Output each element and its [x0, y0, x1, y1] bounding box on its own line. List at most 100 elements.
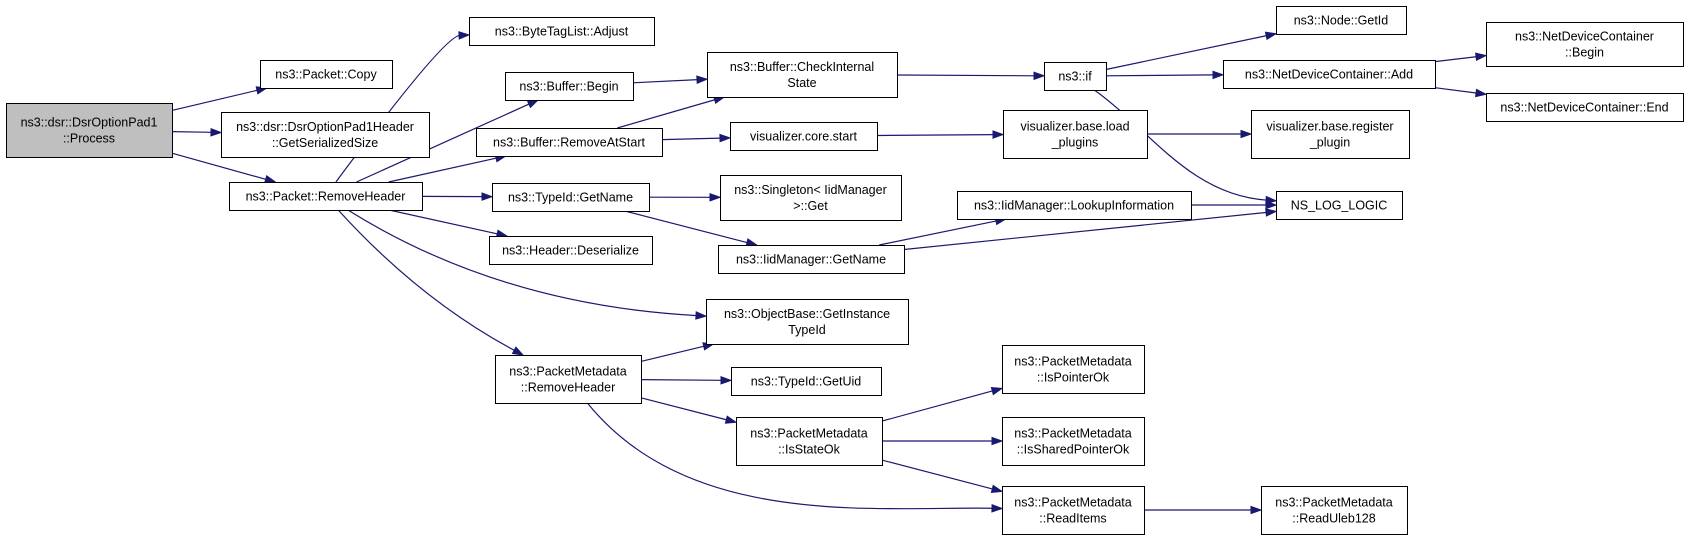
edge-pmremove-to-getinstance	[640, 342, 715, 362]
arrowhead-icon	[511, 346, 525, 356]
node-label: ns3::IidManager::LookupInformation	[974, 199, 1174, 213]
edge-removeatstart-to-vcorestart	[661, 133, 732, 143]
arrowhead-icon	[724, 415, 738, 424]
edge-line	[171, 152, 267, 181]
arrowhead-icon	[720, 375, 733, 385]
node-label: ::IsStateOk	[778, 443, 841, 457]
node-iidgetname[interactable]: ns3::IidManager::GetName	[718, 245, 905, 274]
node-loadplugins[interactable]: visualizer.base.load_plugins	[1003, 110, 1148, 159]
node-label: State	[787, 76, 816, 90]
node-box	[720, 175, 902, 221]
node-box	[229, 182, 423, 211]
node-removeatstart[interactable]: ns3::Buffer::RemoveAtStart	[476, 128, 663, 157]
arrowhead-icon	[696, 75, 709, 85]
node-box	[1002, 345, 1145, 394]
edge-line	[632, 79, 699, 84]
node-box	[260, 60, 393, 89]
arrowhead-icon	[1265, 208, 1278, 217]
edge-line	[335, 34, 461, 183]
node-label: ns3::Singleton< IidManager	[734, 183, 887, 197]
node-ndcbegin[interactable]: ns3::NetDeviceContainer::Begin	[1486, 22, 1684, 67]
edge-process-to-copy	[171, 86, 269, 111]
arrowhead-icon	[1250, 505, 1263, 515]
node-adjust[interactable]: ns3::ByteTagList::Adjust	[469, 17, 655, 46]
node-label: ns3::Buffer::RemoveAtStart	[493, 136, 645, 150]
edge-line	[903, 211, 1268, 251]
edge-checkinternal-to-nsif	[896, 71, 1046, 81]
node-registerplugin[interactable]: visualizer.base.register_plugin	[1251, 110, 1410, 159]
edge-pmremove-to-isstateok	[640, 397, 738, 424]
edge-line	[347, 209, 698, 317]
node-box	[718, 245, 905, 274]
node-label: >::Get	[793, 199, 828, 213]
node-label: ::Begin	[1565, 46, 1604, 60]
node-lookupinfo[interactable]: ns3::IidManager::LookupInformation	[957, 191, 1192, 220]
node-label: ns3::if	[1058, 70, 1092, 84]
node-singleton[interactable]: ns3::Singleton< IidManager>::Get	[720, 175, 902, 221]
edge-isstateok-to-ispointerok	[881, 386, 1004, 422]
arrowhead-icon	[1475, 88, 1488, 98]
node-process[interactable]: ns3::dsr::DsrOptionPad1::Process	[6, 103, 173, 158]
edge-line	[617, 98, 716, 129]
node-deserialize[interactable]: ns3::Header::Deserialize	[489, 236, 653, 265]
edge-readitems-to-readuleb	[1144, 505, 1263, 515]
node-label: ns3::dsr::DsrOptionPad1	[21, 116, 158, 130]
edge-line	[881, 459, 994, 490]
node-box	[957, 191, 1192, 220]
edge-line	[171, 131, 213, 133]
node-box	[1044, 62, 1107, 91]
edge-removeheader-to-deserialize	[388, 209, 509, 238]
node-typegetname[interactable]: ns3::TypeId::GetName	[492, 183, 650, 212]
node-box	[1251, 110, 1410, 159]
node-label: ns3::PacketMetadata	[1275, 496, 1392, 510]
node-issharedptr[interactable]: ns3::PacketMetadata::IsSharedPointerOk	[1002, 417, 1145, 466]
node-bufbegin[interactable]: ns3::Buffer::Begin	[505, 72, 634, 101]
node-isstateok[interactable]: ns3::PacketMetadata::IsStateOk	[736, 417, 883, 466]
edge-nsif-to-ndcadd	[1105, 70, 1225, 80]
arrowhead-icon	[719, 133, 732, 143]
node-removeheader[interactable]: ns3::Packet::RemoveHeader	[229, 182, 423, 211]
node-getuid[interactable]: ns3::TypeId::GetUid	[731, 367, 882, 396]
edge-line	[586, 402, 994, 510]
edge-line	[1105, 34, 1268, 71]
node-box	[6, 103, 173, 158]
edge-line	[881, 390, 994, 422]
arrowhead-icon	[1212, 70, 1225, 80]
node-vcorestart[interactable]: visualizer.core.start	[730, 122, 878, 151]
edge-removeheader-to-removeatstart	[388, 154, 508, 183]
node-label: ns3::Packet::Copy	[275, 68, 377, 82]
node-box	[505, 72, 634, 101]
node-label: ns3::NetDeviceContainer::Add	[1245, 68, 1413, 82]
edge-lookupinfo-to-nslog	[1191, 200, 1278, 210]
node-ndcend[interactable]: ns3::NetDeviceContainer::End	[1486, 93, 1684, 122]
node-ispointerok[interactable]: ns3::PacketMetadata::IsPointerOk	[1002, 345, 1145, 394]
node-getser[interactable]: ns3::dsr::DsrOptionPad1Header::GetSerial…	[221, 112, 430, 158]
node-label: ns3::dsr::DsrOptionPad1Header	[236, 120, 414, 134]
node-label: ns3::Packet::RemoveHeader	[246, 190, 406, 204]
arrowhead-icon	[990, 484, 1004, 493]
node-label: ns3::Buffer::CheckInternal	[730, 60, 874, 74]
edge-line	[640, 345, 705, 362]
arrowhead-icon	[458, 31, 471, 40]
edge-iidgetname-to-nslog	[903, 208, 1278, 251]
edge-removeheader-to-typegetname	[421, 192, 494, 201]
node-copy[interactable]: ns3::Packet::Copy	[260, 60, 393, 89]
node-ndcadd[interactable]: ns3::NetDeviceContainer::Add	[1223, 60, 1436, 89]
node-readuleb[interactable]: ns3::PacketMetadata::ReadUleb128	[1261, 486, 1408, 535]
node-nodegetid[interactable]: ns3::Node::GetId	[1276, 6, 1407, 35]
node-box	[706, 299, 909, 345]
node-box	[492, 183, 650, 212]
node-readitems[interactable]: ns3::PacketMetadata::ReadItems	[1002, 486, 1145, 535]
node-nslog[interactable]: NS_LOG_LOGIC	[1276, 191, 1403, 220]
node-box	[731, 367, 882, 396]
edge-isstateok-to-issharedptr	[882, 436, 1004, 446]
node-box	[1486, 93, 1684, 122]
node-pmremove[interactable]: ns3::PacketMetadata::RemoveHeader	[495, 355, 642, 404]
node-label: ns3::PacketMetadata	[1014, 427, 1131, 441]
node-nsif[interactable]: ns3::if	[1044, 62, 1107, 91]
node-label: ::GetSerializedSize	[272, 136, 378, 150]
arrowhead-icon	[1265, 200, 1278, 210]
node-label: ns3::PacketMetadata	[509, 365, 626, 379]
